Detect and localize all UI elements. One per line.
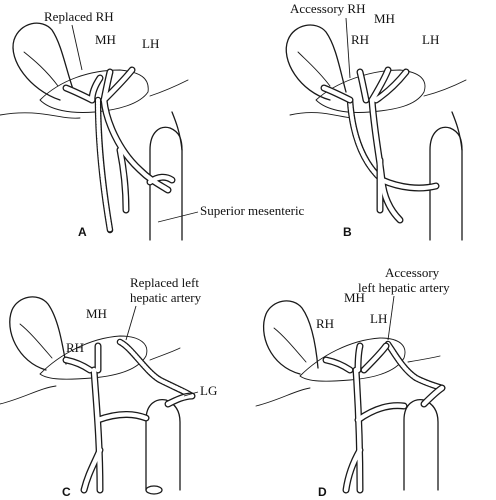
label-mh-a: MH <box>95 32 116 47</box>
liver-a <box>39 69 149 113</box>
label-superior-mesenteric-a: Superior mesenteric <box>200 203 305 218</box>
liver-c-right-edge <box>149 347 181 361</box>
mh-branch-d-core <box>355 343 363 373</box>
gallbladder-b <box>285 24 347 101</box>
liver-a-right-edge <box>149 79 189 97</box>
label-lh-b: LH <box>422 32 439 47</box>
mh-branch-b-core <box>369 67 391 103</box>
aorta-c-cut <box>145 485 163 495</box>
proper-hepatic-d-core <box>353 367 363 493</box>
proper-hepatic-a-core <box>101 97 171 193</box>
hepatic-trunk-a-core <box>89 75 103 103</box>
lh-branch-b-core <box>373 69 409 103</box>
gallbladder-a-detail <box>23 51 59 87</box>
label-lh-d: LH <box>370 311 387 326</box>
aorta-b-top <box>451 111 463 151</box>
lh-branch-d-core <box>361 343 389 373</box>
label-accessory-rh-b: Accessory RH <box>290 1 365 16</box>
liver-d-lower-edge <box>255 387 311 407</box>
rh-branch-c-core <box>63 357 93 373</box>
label-mh-d: MH <box>344 290 365 305</box>
label-rh-b: RH <box>351 32 369 47</box>
label-accessory-d: Accessory <box>385 265 440 280</box>
celiac-a-core <box>147 175 175 185</box>
panel-c: Replaced left hepatic artery RH MH LG C <box>0 275 217 499</box>
gallbladder-d-detail <box>273 327 307 363</box>
aorta-a-top <box>171 111 183 151</box>
gallbladder-d <box>262 300 319 375</box>
label-rh-c: RH <box>66 340 84 355</box>
liver-c <box>39 335 148 380</box>
label-replaced-rh-a: Replaced RH <box>44 9 114 24</box>
panel-a: Replaced RH MH LH Superior mesenteric A <box>0 9 305 241</box>
liver-b-lower-edge <box>289 112 355 119</box>
label-rh-d: RH <box>316 316 334 331</box>
gda-a-core <box>117 147 129 213</box>
leader-lg-c <box>183 391 199 397</box>
rh-branch-d-core <box>323 357 353 373</box>
liver-a-lower-edge <box>0 112 81 119</box>
panel-d: Accessory left hepatic artery RH MH LH D <box>255 265 450 499</box>
accessory-lh-vessel-d <box>384 340 446 392</box>
rh-branch-a-core <box>63 85 95 103</box>
label-mh-c: MH <box>86 306 107 321</box>
label-replaced-left-c: Replaced left <box>130 275 199 290</box>
replaced-lh-vessel-c-hatch <box>118 340 194 398</box>
proper-hepatic-c-core <box>91 367 103 493</box>
accessory-rh-b-branch-core <box>321 85 353 103</box>
aorta-d <box>403 398 439 491</box>
branch-d-lower-core <box>343 447 363 493</box>
panel-letter-b: B <box>343 225 352 239</box>
lh-branch-a-core <box>101 67 135 103</box>
gallbladder-a <box>12 22 75 101</box>
gda-d-core <box>355 403 407 423</box>
gallbladder-b-detail <box>297 51 331 87</box>
leader-replaced-left-c <box>125 305 137 341</box>
label-lg-c: LG <box>200 383 217 398</box>
lg-c-core <box>165 393 195 407</box>
leader-superior-mesenteric-a <box>157 211 199 223</box>
panel-letter-c: C <box>62 485 71 499</box>
lg-d-core <box>421 385 445 407</box>
panel-letter-a: A <box>78 225 87 239</box>
liver-d-right-edge <box>407 355 441 363</box>
gda-b-core <box>379 177 439 191</box>
panel-letter-d: D <box>318 485 327 499</box>
leader-replaced-rh-a <box>71 24 83 71</box>
accessory-lh-vessel-d-hatch <box>386 342 444 390</box>
accessory-rh-vessel-b-hatch <box>348 98 384 182</box>
leader-accessory-left-d <box>387 295 395 341</box>
gda-c-core <box>95 412 149 423</box>
panel-b: Accessory RH RH MH LH B <box>285 1 467 241</box>
leader-accessory-rh-b <box>345 17 351 79</box>
label-lh-a: LH <box>142 36 159 51</box>
branch-c-lower-core <box>81 447 103 493</box>
label-left-hepatic-artery-d: left hepatic artery <box>358 280 450 295</box>
rh-branch-b-core <box>357 69 369 103</box>
replaced-rh-vessel-a-hatch <box>96 98 112 232</box>
liver-b-right-edge <box>423 79 467 97</box>
liver-c-lower-edge <box>0 385 57 405</box>
gallbladder-c-detail <box>19 323 53 359</box>
label-mh-b: MH <box>374 11 395 26</box>
gallbladder-c <box>9 296 67 371</box>
label-hepatic-artery-c: hepatic artery <box>130 290 202 305</box>
aorta-c <box>145 398 181 491</box>
liver-d <box>299 337 406 382</box>
